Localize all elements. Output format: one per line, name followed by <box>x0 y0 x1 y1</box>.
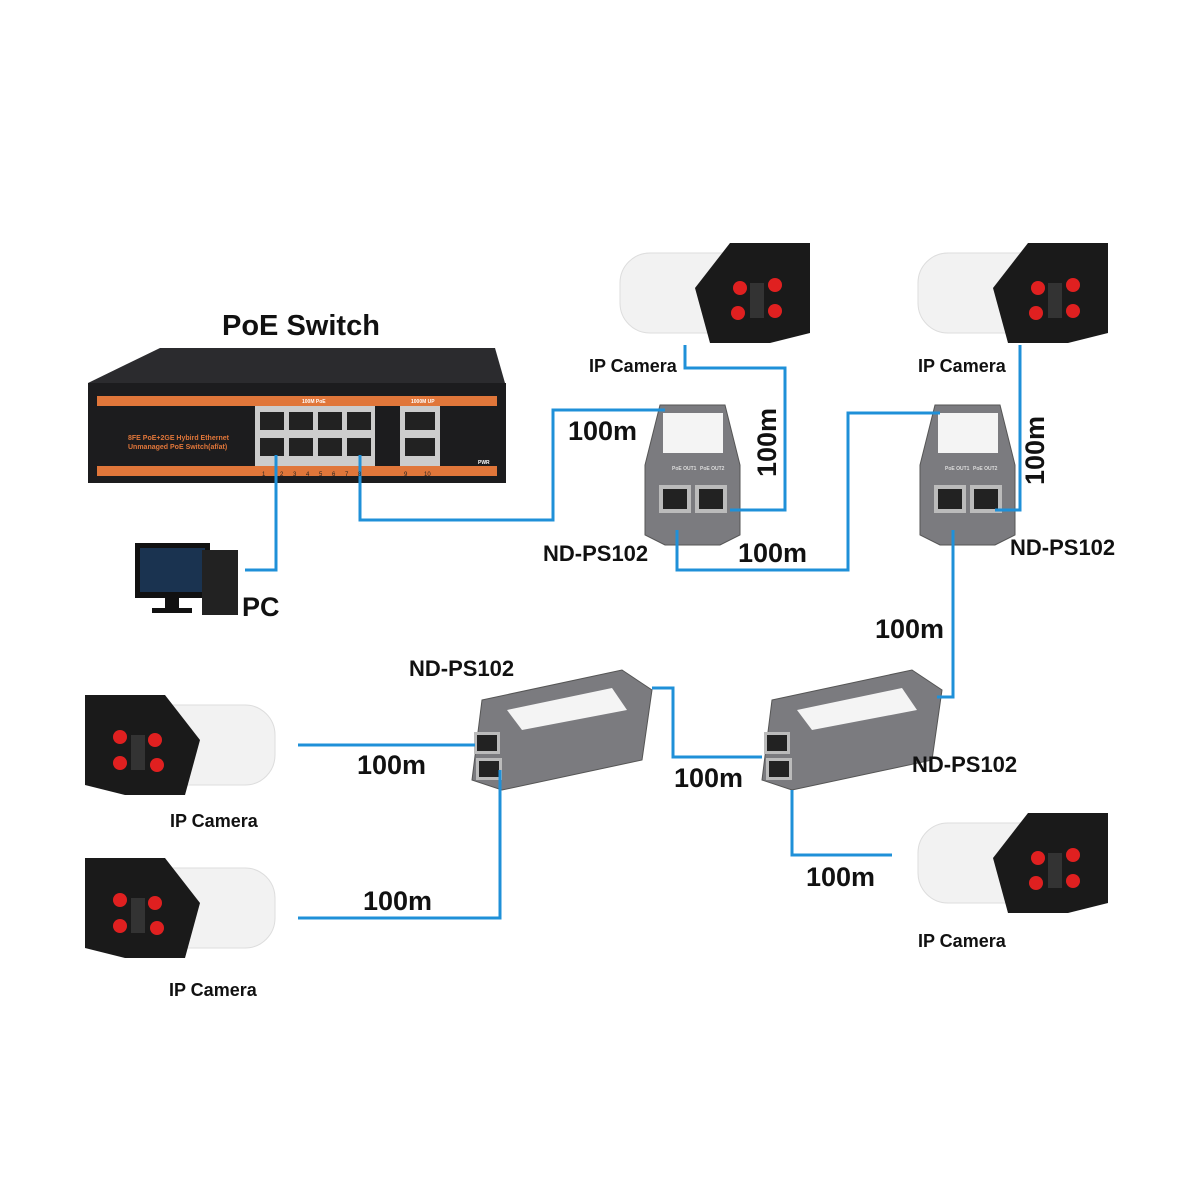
cable <box>652 686 762 759</box>
cable <box>298 770 502 920</box>
switch-title: PoE Switch <box>222 310 380 342</box>
switch-model-line2: Unmanaged PoE Switch(af/at) <box>128 444 228 451</box>
ip-camera-icon <box>917 242 1109 344</box>
switch-model-line1: 8FE PoE+2GE Hybird Ethernet <box>128 435 229 442</box>
distance-label: 100m <box>875 614 945 644</box>
pwr-label: PWR <box>478 460 490 466</box>
ip-camera-icon <box>917 812 1109 914</box>
pc-icon <box>135 543 238 615</box>
cable <box>358 408 665 522</box>
distance-label: 100m <box>568 416 638 446</box>
distance-label: 100m <box>674 763 744 793</box>
cables <box>245 345 1022 920</box>
splitter-label: ND-PS102 <box>1010 535 1116 560</box>
splitter-label: ND-PS102 <box>543 541 649 566</box>
distance-label: 100m <box>357 750 427 780</box>
port-number: 8 <box>358 472 362 478</box>
ip-camera-icon <box>619 242 811 344</box>
port-number: 9 <box>404 472 408 478</box>
port-number: 3 <box>293 472 297 478</box>
camera-label: IP Camera <box>169 980 257 1000</box>
cable <box>675 411 940 572</box>
poe-out1-label: PoE OUT1 <box>945 466 970 472</box>
cable <box>683 345 787 512</box>
splitter-label: ND-PS102 <box>912 752 1018 777</box>
pc-label: PC <box>242 592 280 622</box>
distance-label: 100m <box>806 862 876 892</box>
poe-out2-label: PoE OUT2 <box>973 466 998 472</box>
port-number: 2 <box>280 472 284 478</box>
poe-splitter <box>919 404 1016 546</box>
port-number: 4 <box>306 472 310 478</box>
ip-camera-icon <box>84 694 276 796</box>
poe-group-label: 100M PoE <box>302 399 326 405</box>
cable <box>245 455 278 572</box>
uplink-group-label: 1000M UP <box>411 399 435 405</box>
ip-camera-icon <box>84 857 276 959</box>
camera-label: IP Camera <box>918 356 1006 376</box>
port-number: 7 <box>345 472 349 478</box>
port-number: 10 <box>424 472 431 478</box>
poe-splitter <box>644 404 741 546</box>
port-number: 5 <box>319 472 323 478</box>
camera-label: IP Camera <box>589 356 677 376</box>
splitter-label: ND-PS102 <box>409 656 515 681</box>
distance-label: 100m <box>1020 415 1050 485</box>
poe-switch <box>88 348 506 483</box>
distance-label: 100m <box>363 886 433 916</box>
distance-label: 100m <box>752 407 782 477</box>
cable <box>937 530 955 699</box>
cable <box>790 790 892 857</box>
poe-out2-label: PoE OUT2 <box>700 466 725 472</box>
port-number: 6 <box>332 472 336 478</box>
camera-label: IP Camera <box>170 811 258 831</box>
distance-label: 100m <box>738 538 808 568</box>
camera-label: IP Camera <box>918 931 1006 951</box>
port-number: 1 <box>262 472 266 478</box>
poe-out1-label: PoE OUT1 <box>672 466 697 472</box>
cable <box>995 345 1022 512</box>
